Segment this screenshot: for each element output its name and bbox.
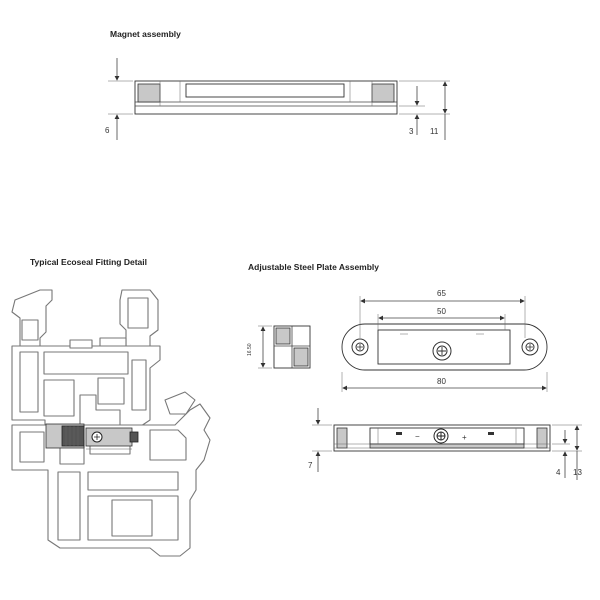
plate-dim-80-line: 80 <box>341 372 548 392</box>
plate-dim-7-line: 7 <box>308 408 332 472</box>
plate-dim-50: 50 <box>437 307 446 316</box>
magnet-window <box>185 83 345 98</box>
plate-adjust-minus: − <box>415 432 420 441</box>
plate-top-view <box>341 323 548 371</box>
magnet-dim-6: 6 <box>105 126 110 135</box>
magnet-body <box>134 80 398 115</box>
plate-dim-7: 7 <box>308 461 313 470</box>
plate-dim-16-50: 16.50 <box>247 343 253 356</box>
magnet-assembly-title: Magnet assembly <box>110 29 181 39</box>
plate-dim-13: 13 <box>573 468 582 477</box>
steel-plate-title: Adjustable Steel Plate Assembly <box>248 262 379 272</box>
plate-dim-4: 4 <box>556 468 561 477</box>
magnet-dim-left: 6 <box>105 58 133 140</box>
magnet-dim-right: 3 11 <box>399 80 450 140</box>
plate-dim-50-line: 50 <box>377 307 506 330</box>
plate-side-view: 16.50 <box>247 325 311 369</box>
ecoseal-section: Typical Ecoseal Fitting Detail <box>11 257 211 557</box>
magnet-end-left <box>137 83 161 103</box>
window-profile-drawing <box>11 289 211 557</box>
plate-dim-65-line: 65 <box>359 289 526 338</box>
magnet-end-right <box>371 83 395 103</box>
plate-dim-65: 65 <box>437 289 446 298</box>
steel-plate-section: Adjustable Steel Plate Assembly 16.50 <box>247 262 582 480</box>
plate-adjust-plus: + <box>462 433 467 442</box>
magnet-dim-3: 3 <box>409 127 414 136</box>
plate-dim-80: 80 <box>437 377 446 386</box>
plate-dim-right-lines: 4 13 <box>552 424 582 480</box>
magnet-dim-11: 11 <box>430 127 439 136</box>
plate-front-view: − + <box>333 424 551 452</box>
magnet-assembly-section: Magnet assembly 6 <box>105 29 450 140</box>
ecoseal-title: Typical Ecoseal Fitting Detail <box>30 257 147 267</box>
